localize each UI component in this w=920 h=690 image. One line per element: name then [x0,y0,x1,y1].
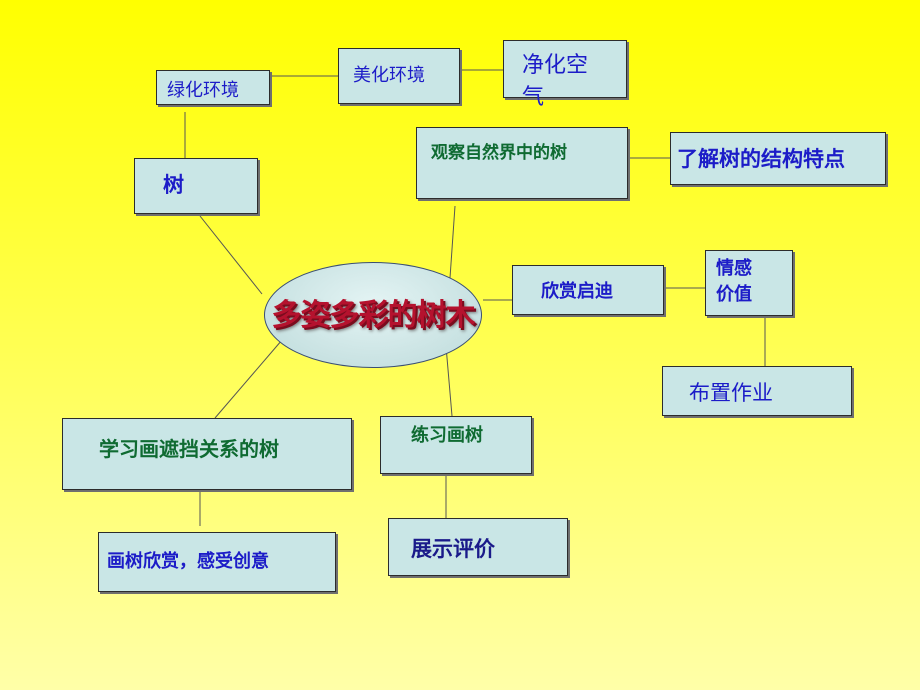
node-beautify-label: 美化环境 [353,65,425,86]
node-structure: 了解树的结构特点 [670,132,886,185]
node-observe: 观察自然界中的树 [416,127,628,199]
node-tree: 树 [134,158,258,214]
node-appreciate: 欣赏启迪 [512,265,664,315]
node-occlusion-label: 学习画遮挡关系的树 [99,437,279,461]
node-observe-label: 观察自然界中的树 [431,143,567,163]
node-occlusion: 学习画遮挡关系的树 [62,418,352,490]
node-greening: 绿化环境 [156,70,270,105]
node-appreciate-works-label: 画树欣赏，感受创意 [107,551,269,572]
central-topic-ellipse [264,262,482,368]
node-emotion-label-1: 情感 [716,258,752,279]
node-emotion-label-2: 价值 [716,284,752,305]
node-display-label: 展示评价 [411,537,495,561]
central-topic-title: 多姿多彩的树木 [271,298,476,333]
node-homework: 布置作业 [662,366,852,416]
node-purify-air: 净化空气 [503,40,627,110]
node-purify-air-label: 净化空气 [522,53,589,110]
node-appreciate-label: 欣赏启迪 [541,281,613,302]
node-structure-label: 了解树的结构特点 [677,147,845,171]
link-center-occlusion [214,339,283,419]
node-practice: 练习画树 [380,416,532,474]
node-emotion-value: 情感 价值 [705,250,793,316]
link-center-observe [449,205,456,279]
node-appreciate-works: 画树欣赏，感受创意 [98,532,336,592]
node-greening-label: 绿化环境 [167,80,239,101]
node-homework-label: 布置作业 [689,381,773,405]
node-beautify: 美化环境 [338,48,460,104]
node-tree-label: 树 [163,173,184,197]
node-practice-label: 练习画树 [411,425,483,446]
link-center-practice [445,345,453,417]
node-display: 展示评价 [388,518,568,576]
link-center-tree [199,215,263,295]
